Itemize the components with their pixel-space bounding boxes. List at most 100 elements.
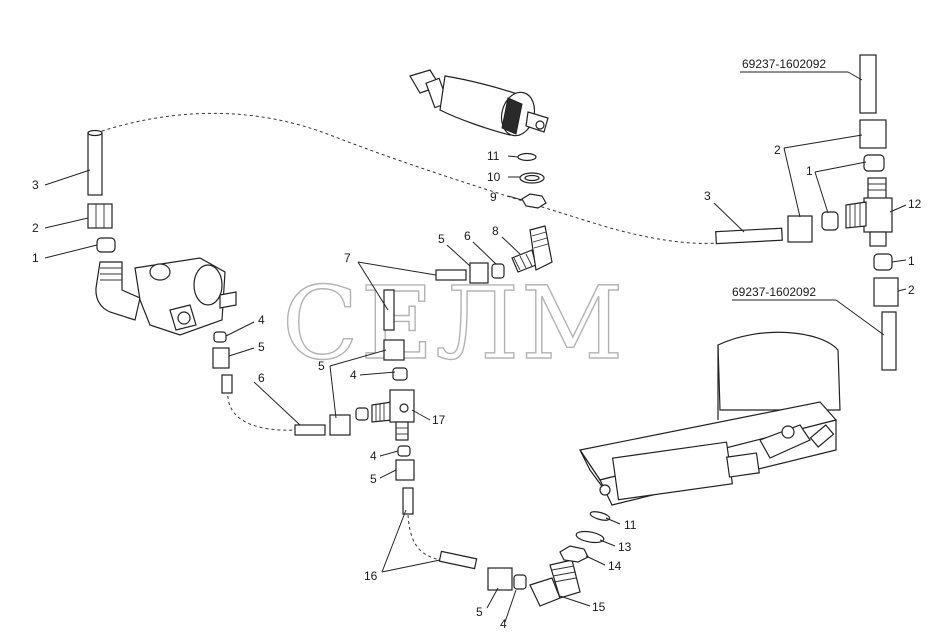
left-nut-5 bbox=[212, 347, 230, 369]
callout-5-c: 5 bbox=[370, 472, 377, 486]
tee-fitting-17 bbox=[371, 367, 415, 441]
pedal-assembly bbox=[579, 331, 841, 506]
left-valve-body bbox=[95, 257, 237, 336]
elbow-fitting-8 bbox=[511, 225, 553, 273]
callout-1-right: 1 bbox=[806, 164, 813, 178]
leader-4-d bbox=[504, 589, 517, 623]
leader-9 bbox=[507, 195, 523, 201]
callout-1-right-b: 1 bbox=[908, 254, 915, 268]
valve-actuator-top bbox=[409, 69, 549, 137]
callout-8: 8 bbox=[492, 224, 499, 238]
center-olive-6-right bbox=[491, 263, 505, 279]
leader-11-a bbox=[507, 155, 519, 158]
leader-16-b bbox=[381, 559, 441, 573]
callout-5-e: 5 bbox=[438, 232, 445, 246]
callout-6-b: 6 bbox=[464, 229, 471, 243]
right-tube-bottom bbox=[881, 311, 897, 371]
washer-11-bottom bbox=[589, 511, 611, 521]
middle-olive-1 bbox=[821, 211, 839, 231]
callout-2-right-b: 2 bbox=[908, 283, 915, 297]
leader-2-right-c bbox=[897, 288, 907, 292]
leader-11-b bbox=[605, 517, 621, 525]
callout-4-c: 4 bbox=[370, 449, 377, 463]
leader-1-left bbox=[44, 244, 98, 259]
part-number-top: 69237-1602092 bbox=[742, 57, 826, 71]
leader-2-right-b bbox=[783, 134, 863, 149]
leader-6-a bbox=[253, 381, 301, 426]
callout-6-a: 6 bbox=[258, 371, 265, 385]
center-tube-7-horizontal bbox=[435, 269, 467, 281]
washer-13-bottom bbox=[575, 530, 605, 544]
center-tube-16-horizontal bbox=[438, 550, 478, 570]
leader-1-right-a bbox=[814, 171, 829, 214]
callout-11-b: 11 bbox=[624, 518, 637, 532]
callout-4-b: 4 bbox=[350, 368, 357, 382]
leader-12 bbox=[889, 204, 907, 213]
leader-pn-top-b bbox=[847, 71, 863, 81]
callout-5-a: 5 bbox=[258, 340, 265, 354]
hose-path-left bbox=[227, 389, 298, 431]
middle-nut-2 bbox=[787, 215, 813, 243]
callout-3-mid: 3 bbox=[704, 189, 711, 203]
left-nut-5b bbox=[329, 414, 351, 436]
callout-10: 10 bbox=[487, 170, 501, 184]
callout-5-d: 5 bbox=[476, 605, 483, 619]
leader-7-a bbox=[357, 261, 437, 276]
watermark-text: СЕЛМ bbox=[282, 265, 625, 382]
callout-4-a: 4 bbox=[258, 313, 265, 327]
leader-4-c bbox=[379, 450, 399, 457]
bottom-olive-4 bbox=[513, 574, 527, 590]
leader-1-right-b bbox=[814, 161, 867, 173]
leader-16-a bbox=[381, 509, 407, 573]
leader-6-b bbox=[472, 241, 497, 265]
callout-2-right: 2 bbox=[774, 143, 781, 157]
leader-2-right-a bbox=[783, 147, 801, 218]
tee-fitting-12 bbox=[845, 177, 893, 247]
right-olive-1-bottom bbox=[873, 253, 893, 271]
elbow-fitting-15 bbox=[529, 559, 581, 607]
callout-9: 9 bbox=[490, 190, 497, 204]
leader-1-right-c bbox=[891, 259, 907, 263]
leader-13 bbox=[599, 539, 616, 547]
leader-5-b2 bbox=[329, 365, 337, 419]
leader-8 bbox=[501, 236, 521, 255]
hose-path-top bbox=[95, 112, 718, 244]
right-nut-2-bottom bbox=[873, 277, 899, 307]
nut-9-top bbox=[521, 193, 547, 209]
callout-17: 17 bbox=[432, 413, 446, 427]
middle-tube-3 bbox=[715, 227, 783, 245]
leader-3-mid bbox=[713, 202, 745, 233]
right-nut-2-top bbox=[859, 119, 887, 149]
center-nut-5-right bbox=[469, 262, 489, 284]
callout-14: 14 bbox=[608, 559, 622, 573]
callout-5-b: 5 bbox=[318, 359, 325, 373]
hose-path-bottom bbox=[407, 514, 441, 561]
leader-4-b bbox=[359, 371, 396, 376]
left-tube-3 bbox=[87, 129, 103, 196]
leader-4-a bbox=[225, 321, 255, 337]
washer-10-top-inner bbox=[524, 174, 540, 182]
callout-15: 15 bbox=[592, 600, 606, 614]
left-tube-6b bbox=[294, 424, 326, 436]
center-nut-5-top bbox=[383, 339, 405, 361]
leader-15 bbox=[559, 595, 591, 607]
leader-5-e bbox=[446, 244, 471, 267]
callout-1-left: 1 bbox=[32, 251, 39, 265]
leader-2-left bbox=[44, 217, 89, 229]
center-tube-7-vertical bbox=[383, 289, 395, 331]
leader-5-b bbox=[329, 349, 387, 367]
left-nut-2 bbox=[87, 203, 113, 229]
center-nut-5-low bbox=[395, 459, 415, 481]
leader-14 bbox=[585, 555, 606, 566]
leader-5-a bbox=[228, 347, 255, 357]
leader-17 bbox=[411, 409, 431, 421]
callout-12: 12 bbox=[908, 197, 922, 211]
leader-7-b bbox=[357, 261, 389, 311]
nut-14-bottom bbox=[559, 545, 589, 563]
leader-5-d bbox=[486, 587, 499, 609]
bottom-nut-5 bbox=[487, 567, 513, 591]
right-tube-top bbox=[859, 54, 877, 114]
left-olive-1 bbox=[96, 237, 116, 253]
callout-7: 7 bbox=[344, 251, 351, 265]
